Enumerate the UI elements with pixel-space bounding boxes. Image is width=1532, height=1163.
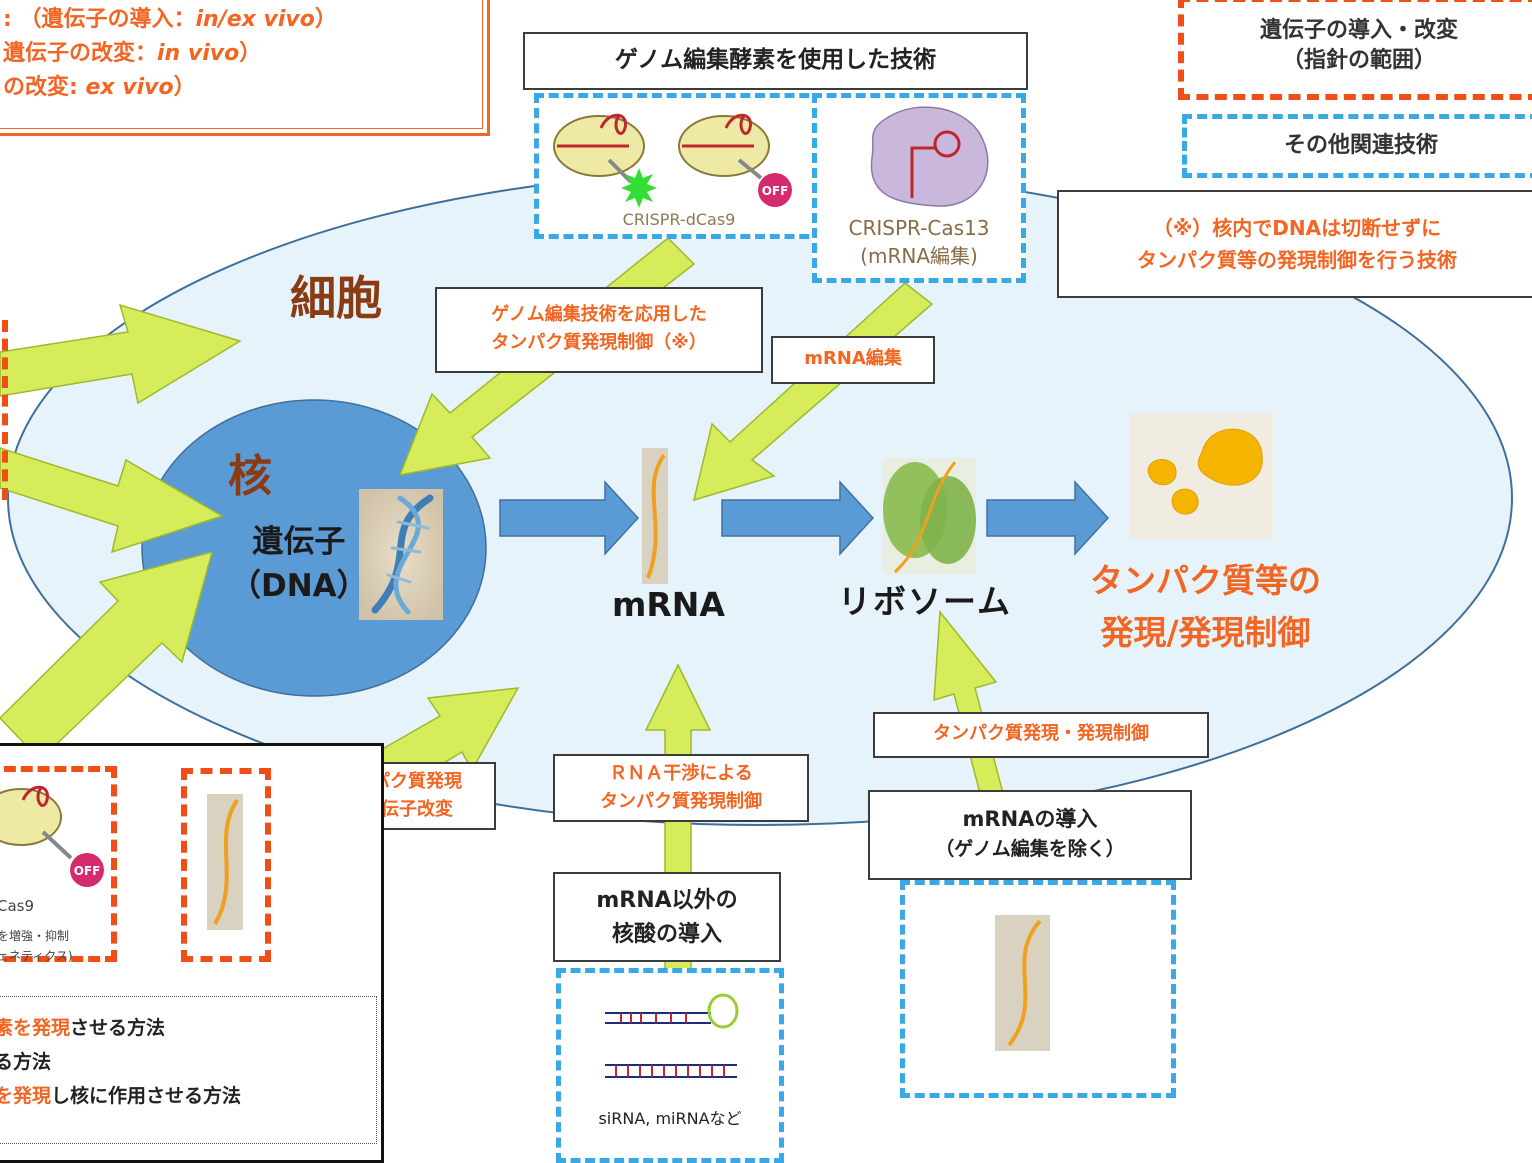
- note-line2: タンパク質等の発現制御を行う技術: [1137, 248, 1457, 272]
- bl-enhance-label: を増強・抑制: [0, 929, 70, 943]
- off-badge-text: OFF: [762, 184, 789, 198]
- genome-tech-title: ゲノム編集酵素を使用した技術: [523, 32, 1028, 90]
- genome-apply-line1: ゲノム編集技術を応用した: [491, 304, 707, 325]
- activator-burst-icon: [621, 168, 657, 208]
- top-left-line-2: 遺伝子の改変：in vivo）: [3, 41, 262, 66]
- legend-other-tech: その他関連技術: [1182, 114, 1532, 178]
- bl-cas9-panel: OFF Cas9 を増強・抑制 ェネティクス): [0, 766, 117, 963]
- arrow-dna-to-mrna: [499, 480, 640, 556]
- bl-cas9-label: Cas9: [0, 897, 35, 915]
- bl-method-3: を発現し核に作用させる方法: [0, 1085, 242, 1107]
- rnai-line2: タンパク質発現制御: [600, 791, 762, 812]
- mrna-intro-box: mRNAの導入 （ゲノム編集を除く）: [868, 790, 1192, 880]
- bottom-left-panel: OFF Cas9 を増強・抑制 ェネティクス) 素を発現させる方法 る方法 を発…: [0, 743, 384, 1163]
- arrow-left-to-nucleus: [0, 447, 224, 554]
- protein-image: [1130, 413, 1273, 539]
- bl-methods-box: 素を発現させる方法 る方法 を発現し核に作用させる方法: [0, 996, 377, 1144]
- dna-helix-icon: [371, 494, 434, 615]
- ribosome-icon: [883, 458, 976, 574]
- left-edge-red-dash: [0, 320, 8, 500]
- bl-method-2: る方法: [0, 1051, 52, 1073]
- nucleic-intro-box: mRNA以外の 核酸の導入: [553, 872, 781, 962]
- mrna-intro-line1: mRNAの導入: [962, 807, 1098, 831]
- protein-label-line2: 発現/発現制御: [1100, 613, 1311, 652]
- arrow-mrna-to-ribosome: [721, 480, 875, 556]
- arrow-left-to-cell-top: [0, 303, 242, 405]
- cas13-illustration: [870, 106, 989, 207]
- gene-label-line1: 遺伝子: [252, 524, 346, 560]
- mrna-intro-image: [995, 915, 1050, 1051]
- bl-epigen-label: ェネティクス): [0, 949, 73, 963]
- protein-label-line1: タンパク質等の: [1090, 561, 1321, 600]
- bl-mrna-panel: [181, 768, 271, 962]
- sirna-label: siRNA, miRNAなど: [598, 1109, 742, 1128]
- genome-apply-box: ゲノム編集技術を応用した タンパク質発現制御（※）: [435, 287, 763, 373]
- note-box: （※）核内でDNAは切断せずに タンパク質等の発現制御を行う技術: [1057, 190, 1532, 298]
- mrna-edit-box: mRNA編集: [771, 336, 935, 384]
- gene-label-line2: （DNA）: [230, 568, 368, 604]
- protein-label: タンパク質等の 発現/発現制御: [1090, 555, 1321, 659]
- arrow-bl-to-nucleus: [0, 550, 214, 762]
- legend-guideline-line1: 遺伝子の導入・改変: [1259, 18, 1458, 43]
- top-left-legend-box: : （遺伝子の導入：in/ex vivo） 遺伝子の改変：in vivo） の改…: [0, 0, 490, 136]
- legend-other-label: その他関連技術: [1283, 133, 1438, 158]
- legend-guideline-scope: 遺伝子の導入・改変 （指針の範囲）: [1178, 0, 1532, 100]
- note-line1: （※）核内でDNAは切断せずに: [1152, 216, 1442, 240]
- protein-expr-ctrl-box: タンパク質発現・発現制御: [873, 712, 1209, 758]
- crispr-cas13-panel: CRISPR-Cas13 (mRNA編集): [812, 93, 1026, 283]
- legend-guideline-line2: （指針の範囲）: [1281, 48, 1436, 73]
- off-badge-icon: [758, 173, 792, 207]
- top-left-line-3: の改変: ex vivo）: [3, 75, 196, 100]
- cell-label: 細胞: [290, 271, 382, 325]
- dcas9-illustration: OFF: [553, 113, 792, 208]
- nucleus-label: 核: [228, 451, 272, 502]
- mrna-intro-line2: （ゲノム編集を除く）: [935, 838, 1125, 860]
- mrna-intro-panel: [900, 880, 1176, 1098]
- bl-cas9-illustration: OFF: [0, 785, 104, 887]
- bl-mrna-image: [207, 794, 243, 930]
- bl-off-badge-text: OFF: [74, 864, 101, 878]
- top-left-line-1: : （遺伝子の導入：in/ex vivo）: [3, 7, 337, 32]
- sirna-illustration: [605, 993, 739, 1078]
- rnai-line1: ＲＮＡ干渉による: [609, 763, 753, 784]
- cas13-label-line1: CRISPR-Cas13: [848, 216, 990, 240]
- nucleic-intro-line2: 核酸の導入: [611, 922, 722, 947]
- genome-apply-line2: タンパク質発現制御（※）: [491, 332, 707, 353]
- dcas9-label: CRISPR-dCas9: [622, 210, 736, 229]
- rnai-box: ＲＮＡ干渉による タンパク質発現制御: [553, 754, 809, 822]
- crispr-dcas9-panel: OFF CRISPR-dCas9: [534, 93, 824, 239]
- arrow-ribosome-to-protein: [986, 480, 1110, 556]
- nucleic-intro-line1: mRNA以外の: [596, 888, 738, 913]
- bl-method-1: 素を発現させる方法: [0, 1017, 166, 1039]
- ribosome-label: リボソーム: [838, 582, 1013, 621]
- bl-off-badge-icon: [70, 853, 104, 887]
- gene-label: 遺伝子 （DNA）: [230, 520, 368, 608]
- mrna-strand-icon: [646, 453, 666, 579]
- cas13-label-line2: (mRNA編集): [860, 244, 978, 268]
- sirna-panel: siRNA, miRNAなど: [556, 968, 784, 1163]
- mrna-label: mRNA: [612, 585, 725, 624]
